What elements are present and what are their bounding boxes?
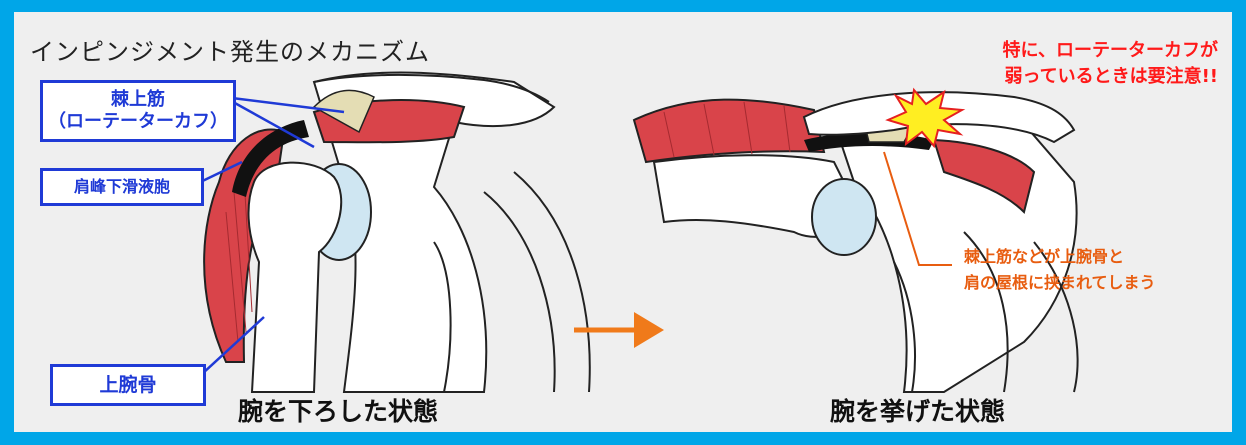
label-supraspinatus-line1: 棘上筋 <box>43 89 233 111</box>
label-supraspinatus-line2: （ローテーターカフ） <box>43 111 233 133</box>
label-bursa: 肩峰下滑液胞 <box>40 168 204 206</box>
right-shoulder-arm-up <box>634 90 1078 392</box>
warning-line1: 特に、ローテーターカフが <box>1003 38 1218 64</box>
caption-arm-up: 腕を挙げた状態 <box>830 392 1005 428</box>
rib-left-2 <box>514 172 590 392</box>
diagram-title: インピンジメント発生のメカニズム <box>30 32 430 67</box>
impingement-annotation: 棘上筋などが上腕骨と 肩の屋根に挟まれてしまう <box>964 244 1156 296</box>
annotation-line2: 肩の屋根に挟まれてしまう <box>964 270 1156 296</box>
left-shoulder-arm-down <box>190 73 590 392</box>
warning-line2: 弱っているときは要注意!! <box>1003 64 1218 90</box>
caption-arm-down: 腕を下ろした状態 <box>238 392 438 428</box>
label-supraspinatus: 棘上筋 （ローテーターカフ） <box>40 80 236 142</box>
warning-text: 特に、ローテーターカフが 弱っているときは要注意!! <box>1003 38 1218 90</box>
rib-left-1 <box>484 192 555 392</box>
humerus-left <box>249 163 342 392</box>
annotation-line1: 棘上筋などが上腕骨と <box>964 244 1156 270</box>
transition-arrow <box>574 312 664 348</box>
diagram-panel: インピンジメント発生のメカニズム 棘上筋 （ローテーターカフ） 肩峰下滑液胞 上… <box>14 12 1232 432</box>
label-humerus: 上腕骨 <box>50 364 206 406</box>
cartilage-right <box>812 179 876 255</box>
deltoid-muscle-right <box>634 100 824 162</box>
